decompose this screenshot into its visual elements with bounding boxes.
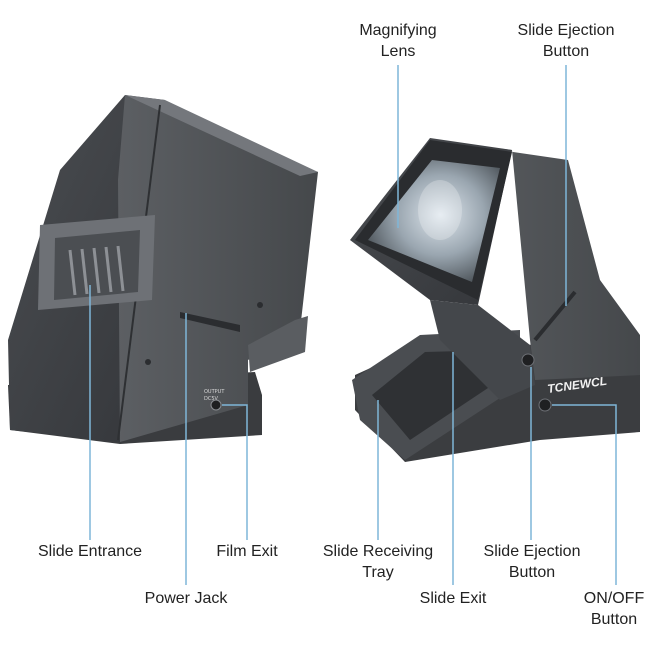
lens-highlight: [418, 180, 462, 240]
label-slide-ejection-top: Slide Ejection Button: [503, 20, 629, 62]
power-jack: OUTPUT DC5V: [204, 389, 225, 411]
label-line: Power Jack: [144, 590, 228, 607]
label-line: Slide Entrance: [37, 543, 143, 560]
magnifying-lens-glass: [368, 160, 500, 282]
leader-on-off: [552, 404, 617, 585]
label-slide-receiving-tray: Slide Receiving Tray: [312, 541, 444, 583]
label-line: Button: [542, 43, 590, 60]
label-on-off: ON/OFF Button: [578, 588, 650, 630]
label-slide-entrance: Slide Entrance: [28, 541, 152, 562]
left-viewer-main-face: [118, 95, 318, 442]
label-line: ON/OFF: [583, 590, 645, 607]
label-power-jack: Power Jack: [130, 588, 242, 609]
label-line: Slide Ejection: [517, 22, 615, 39]
label-line: Slide Receiving: [322, 543, 434, 560]
left-viewer-top-ridge: [125, 95, 318, 176]
label-line: Slide Exit: [419, 590, 487, 607]
label-slide-ejection-bottom: Slide Ejection Button: [470, 541, 594, 583]
label-line: Film Exit: [216, 543, 278, 560]
label-line: Button: [508, 564, 556, 581]
label-line: Slide Ejection: [483, 543, 581, 560]
right-slide-viewer: TCNEWCL: [350, 138, 640, 462]
leader-film-exit: [222, 404, 248, 540]
jack-marking-dc: DC5V: [204, 396, 219, 402]
label-line: Button: [590, 611, 638, 628]
label-slide-exit: Slide Exit: [407, 588, 499, 609]
slide-entrance-ribs: [68, 245, 125, 296]
ejection-channel: [533, 290, 577, 342]
left-screw-1: [145, 359, 151, 365]
label-line: Lens: [380, 43, 416, 60]
right-viewer-main-face: [430, 140, 640, 380]
tray-inner: [372, 350, 500, 440]
label-film-exit: Film Exit: [205, 541, 289, 562]
slide-ejection-knob: [521, 353, 535, 367]
left-viewer-tray: [248, 316, 308, 372]
film-slot: [180, 312, 240, 332]
right-viewer-lower-face: [430, 300, 535, 400]
left-slide-viewer: OUTPUT DC5V: [8, 95, 318, 444]
jack-marking-output: OUTPUT: [204, 389, 225, 395]
label-magnifying-lens: Magnifying Lens: [345, 20, 451, 62]
label-line: Tray: [362, 564, 394, 581]
on-off-switch: [538, 398, 552, 412]
left-screw-2: [257, 302, 263, 308]
label-line: Magnifying: [359, 22, 437, 39]
leader-lines: [89, 65, 617, 585]
